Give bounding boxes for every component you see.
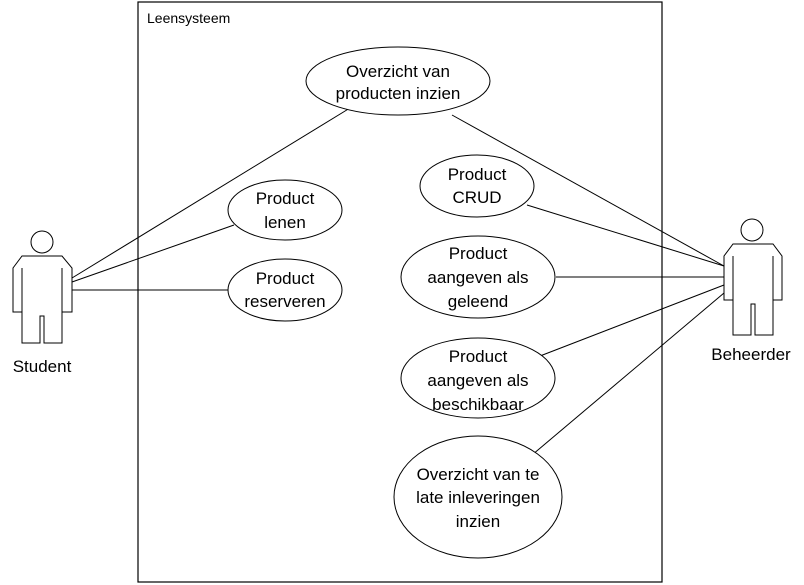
assoc-beheerder-laat (531, 292, 725, 456)
actor-student-head (30, 230, 54, 254)
actor-beheerder (723, 218, 783, 336)
use-case-geleend-line-3: geleend (448, 292, 509, 311)
use-case-laat-ellipse (393, 435, 563, 559)
use-case-lenen-line-1: Product (256, 189, 315, 208)
use-case-geleend-ellipse (400, 235, 556, 319)
assoc-beheerder-overzicht (451, 114, 725, 267)
use-case-reserveren-ellipse (227, 258, 343, 322)
use-case-geleend-line-1: Product (449, 244, 508, 263)
actor-student (12, 230, 73, 344)
associations (71, 107, 725, 456)
use-case-crud: Product CRUD (419, 154, 535, 218)
actor-beheerder-body (723, 243, 783, 336)
use-case-overzicht-line-2: producten inzien (336, 84, 461, 103)
use-case-beschikbaar-line-2: aangeven als (427, 371, 528, 390)
use-case-overzicht-line-1: Overzicht van (346, 62, 450, 81)
assoc-beheerder-beschikbaar (539, 284, 725, 357)
use-case-laat-line-1: Overzicht van te (417, 465, 540, 484)
use-case-beschikbaar-line-3: beschikbaar (432, 395, 524, 414)
use-case-reserveren-line-1: Product (256, 269, 315, 288)
use-case-beschikbaar-line-1: Product (449, 347, 508, 366)
use-case-geleend: Product aangeven als geleend (400, 235, 556, 319)
use-case-overzicht: Overzicht van producten inzien (305, 46, 491, 116)
actor-student-label: Student (13, 357, 72, 376)
use-case-geleend-line-2: aangeven als (427, 268, 528, 287)
use-case-reserveren: Product reserveren (227, 258, 343, 322)
use-case-beschikbaar: Product aangeven als beschikbaar (400, 337, 556, 419)
use-case-laat: Overzicht van te late inleveringen inzie… (393, 435, 563, 559)
actor-beheerder-head (740, 218, 764, 242)
use-case-laat-line-3: inzien (456, 512, 500, 531)
use-case-overzicht-ellipse (305, 46, 491, 116)
system-title: Leensysteem (147, 10, 230, 26)
use-case-lenen-ellipse (227, 179, 343, 241)
use-case-beschikbaar-ellipse (400, 337, 556, 419)
use-case-crud-line-1: Product (448, 165, 507, 184)
use-case-laat-line-2: late inleveringen (416, 488, 540, 507)
use-case-lenen-line-2: lenen (264, 213, 306, 232)
use-case-lenen: Product lenen (227, 179, 343, 241)
assoc-student-lenen (71, 224, 235, 283)
actor-student-body (12, 255, 73, 344)
use-case-crud-ellipse (419, 154, 535, 218)
use-case-crud-line-2: CRUD (452, 188, 501, 207)
assoc-beheerder-crud (526, 204, 725, 267)
assoc-student-overzicht (71, 107, 351, 279)
actor-beheerder-label: Beheerder (711, 345, 791, 364)
use-case-reserveren-line-2: reserveren (244, 292, 325, 311)
